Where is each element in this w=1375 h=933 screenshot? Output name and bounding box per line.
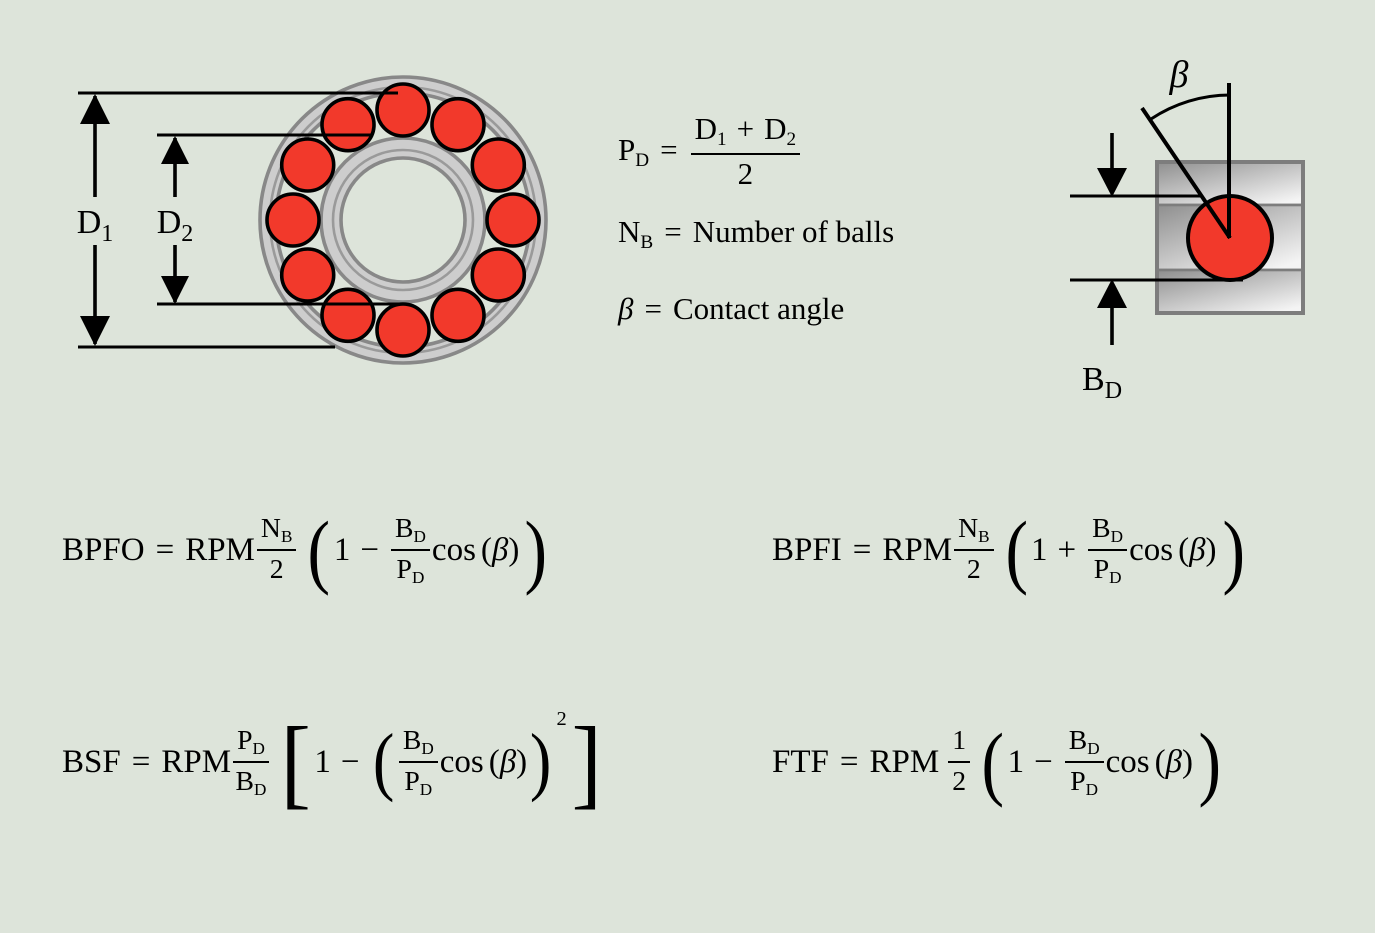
bd-over-pd-fraction: BD PD xyxy=(391,513,430,587)
d2-arrowhead-up xyxy=(161,136,189,164)
bearing-ball xyxy=(265,192,321,248)
open-paren: ( xyxy=(981,715,1005,808)
open-paren: ( xyxy=(1005,503,1028,596)
formula-ftf-name: FTF xyxy=(772,743,829,780)
bearing-ball xyxy=(470,137,527,193)
bearing-ball xyxy=(375,302,431,358)
bearing-ball xyxy=(430,287,486,344)
definition-pd-lhs: PD= xyxy=(618,132,678,171)
d2-label-background xyxy=(150,197,200,245)
bd-over-pd-fraction: BD PD xyxy=(1088,513,1128,587)
formula-bsf-name: BSF xyxy=(62,743,121,780)
bearing-ball xyxy=(279,247,336,303)
bearing-ball xyxy=(430,96,486,153)
bd-arrowhead-down xyxy=(1097,168,1127,197)
close-bracket: ] xyxy=(571,705,602,818)
d1-arrowhead-up xyxy=(80,94,110,124)
open-bracket: [ xyxy=(280,705,311,818)
pd-over-bd-fraction: PD BD xyxy=(233,725,269,799)
contact-angle-detail-view: β BD xyxy=(1070,54,1305,404)
formula-ftf: FTF=RPM 1 2 ( 1− BD PD cos(β) ) xyxy=(772,715,1222,808)
formula-bsf: BSF=RPM PD BD [ 1− ( BD PD cos(β) ) 2 ] xyxy=(62,705,602,818)
bearing-ball xyxy=(279,137,336,193)
d1-label: D1 xyxy=(77,204,114,247)
exponent: 2 xyxy=(556,708,567,730)
close-paren: ) xyxy=(524,503,548,596)
bearing-balls xyxy=(265,82,541,358)
bearing-ball xyxy=(320,287,376,344)
formula-bpfi: BPFI=RPM NB 2 ( 1+ BD PD cos(β) ) xyxy=(772,503,1245,596)
formula-bpfi-name: BPFI xyxy=(772,531,842,568)
definition-pd: PD= D1+D2 2 xyxy=(618,108,802,196)
contact-angle-line xyxy=(1140,106,1232,240)
d2-arrowhead-down xyxy=(161,276,189,304)
cosine-term: cos(β) xyxy=(1105,743,1194,780)
d2-label: D2 xyxy=(157,204,194,247)
close-paren: ) xyxy=(1221,503,1245,596)
close-paren: ) xyxy=(530,719,552,804)
cosine-term: cos(β) xyxy=(1129,531,1217,568)
nb-over-2-fraction: NB 2 xyxy=(954,513,994,587)
one-half-fraction: 1 2 xyxy=(948,725,971,799)
bearing-ball xyxy=(470,247,527,303)
bd-over-pd-fraction: BD PD xyxy=(398,725,438,799)
bearing-ball xyxy=(375,82,431,138)
inner-ring-bore-circle xyxy=(339,156,467,284)
cosine-term: cos(β) xyxy=(439,743,528,780)
cosine-term: cos(β) xyxy=(431,531,520,568)
formula-bpfo: BPFO=RPM NB 2 ( 1− BD PD cos(β) ) xyxy=(62,503,548,596)
beta-label: β xyxy=(1169,54,1189,96)
inner-ring-groove-circle xyxy=(331,148,475,292)
definition-pd-fraction: D1+D2 2 xyxy=(690,112,801,190)
bd-label: BD xyxy=(1082,361,1122,404)
bd-over-pd-fraction: BD PD xyxy=(1064,725,1104,799)
open-paren: ( xyxy=(372,719,394,804)
open-paren: ( xyxy=(307,503,331,596)
contact-angle-arc xyxy=(1150,93,1231,121)
definition-beta: β=Contact angle xyxy=(618,291,845,326)
d1-arrowhead-down xyxy=(80,316,110,346)
bearing-ball xyxy=(320,96,376,153)
definition-nb: NB=Number of balls xyxy=(618,214,895,253)
nb-over-2-fraction: NB 2 xyxy=(256,513,297,587)
bearing-ball xyxy=(485,192,541,248)
bearing-front-view: D1 D2 xyxy=(70,75,548,365)
formula-bpfo-name: BPFO xyxy=(62,531,145,568)
d1-label-background xyxy=(70,197,120,245)
close-paren: ) xyxy=(1198,715,1222,808)
